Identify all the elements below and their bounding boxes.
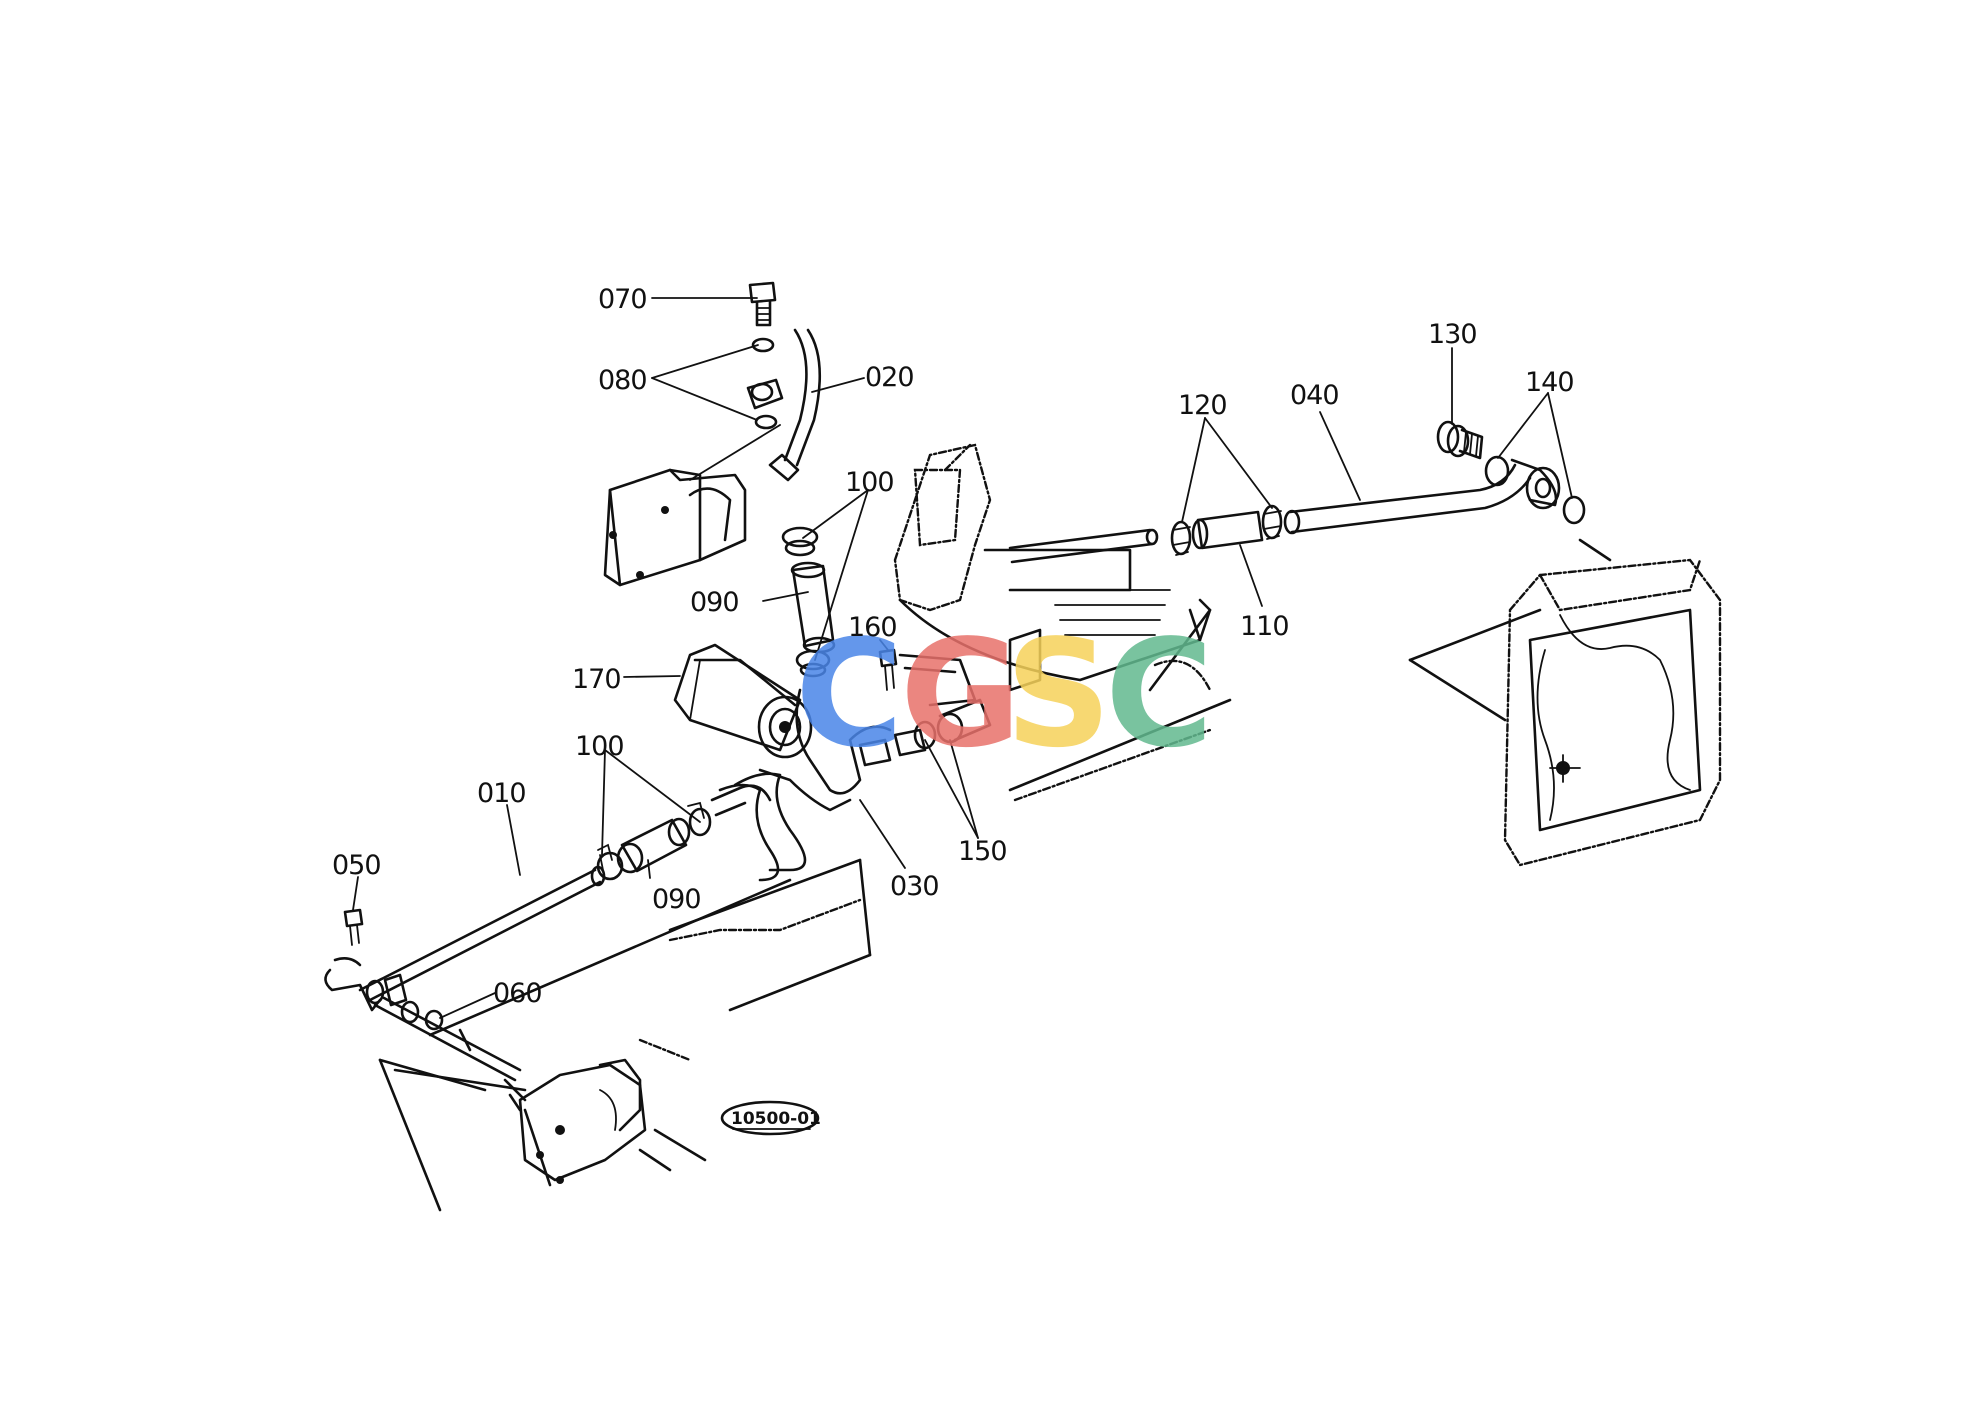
pipe-040 xyxy=(1283,458,1561,535)
pipe-010 xyxy=(358,865,606,1002)
bolt-050 xyxy=(343,908,364,946)
callout-130: 130 xyxy=(1428,319,1477,350)
pipe-030 xyxy=(718,688,927,882)
reference-code: 10500-01 xyxy=(731,1109,821,1129)
fitting-130 xyxy=(1436,420,1484,460)
oil-filter-170 xyxy=(673,643,813,759)
watermark-letter-c2: C xyxy=(1105,608,1214,780)
callout-110: 110 xyxy=(1240,611,1289,642)
callout-080: 080 xyxy=(598,365,647,396)
clamps-100-lower xyxy=(596,801,712,881)
watermark-letter-g: G xyxy=(900,608,1021,780)
callout-100-upper: 100 xyxy=(845,467,894,498)
pipe-elbow-lower xyxy=(710,784,772,817)
callout-140: 140 xyxy=(1525,367,1574,398)
reference-code-badge: 10500-01 xyxy=(720,1100,821,1136)
banjo-fitting-left xyxy=(324,957,420,1024)
callout-040: 040 xyxy=(1290,380,1339,411)
callout-060: 060 xyxy=(493,978,542,1009)
callout-090-lower: 090 xyxy=(652,884,701,915)
callout-160: 160 xyxy=(848,612,897,643)
bolt-160 xyxy=(878,648,898,691)
callout-120: 120 xyxy=(1178,390,1227,421)
callout-030: 030 xyxy=(890,871,939,902)
callout-150: 150 xyxy=(958,836,1007,867)
callout-050: 050 xyxy=(332,850,381,881)
callout-170: 170 xyxy=(572,664,621,695)
pipe-020 xyxy=(768,328,822,482)
callout-090-upper: 090 xyxy=(690,587,739,618)
orings-140 xyxy=(1484,455,1586,525)
lower-pump xyxy=(503,1058,647,1187)
watermark-letter-s: S xyxy=(1005,608,1112,780)
watermark: C G S C xyxy=(795,608,1214,780)
callout-100-lower: 100 xyxy=(575,731,624,762)
hose-110 xyxy=(1191,510,1264,550)
washers-080 xyxy=(746,337,784,430)
callout-070: 070 xyxy=(598,284,647,315)
leader-lines xyxy=(352,297,1573,1019)
hose-090-lower xyxy=(616,817,691,874)
short-pipe xyxy=(1008,528,1159,564)
pump-block xyxy=(603,424,781,587)
bracket xyxy=(898,653,977,707)
lower-rod xyxy=(373,878,792,1082)
watermark-letter-c1: C xyxy=(795,608,904,780)
callout-010: 010 xyxy=(477,778,526,809)
rear-housing xyxy=(1408,538,1722,867)
callout-020: 020 xyxy=(865,362,914,393)
clamps-100-upper xyxy=(781,526,831,678)
banjo-bolt-070 xyxy=(748,281,777,327)
center-housing xyxy=(893,443,1232,802)
callout-labels: 070 080 020 100 090 160 170 100 010 050 … xyxy=(332,284,1575,1009)
clamps-120 xyxy=(1170,504,1283,556)
